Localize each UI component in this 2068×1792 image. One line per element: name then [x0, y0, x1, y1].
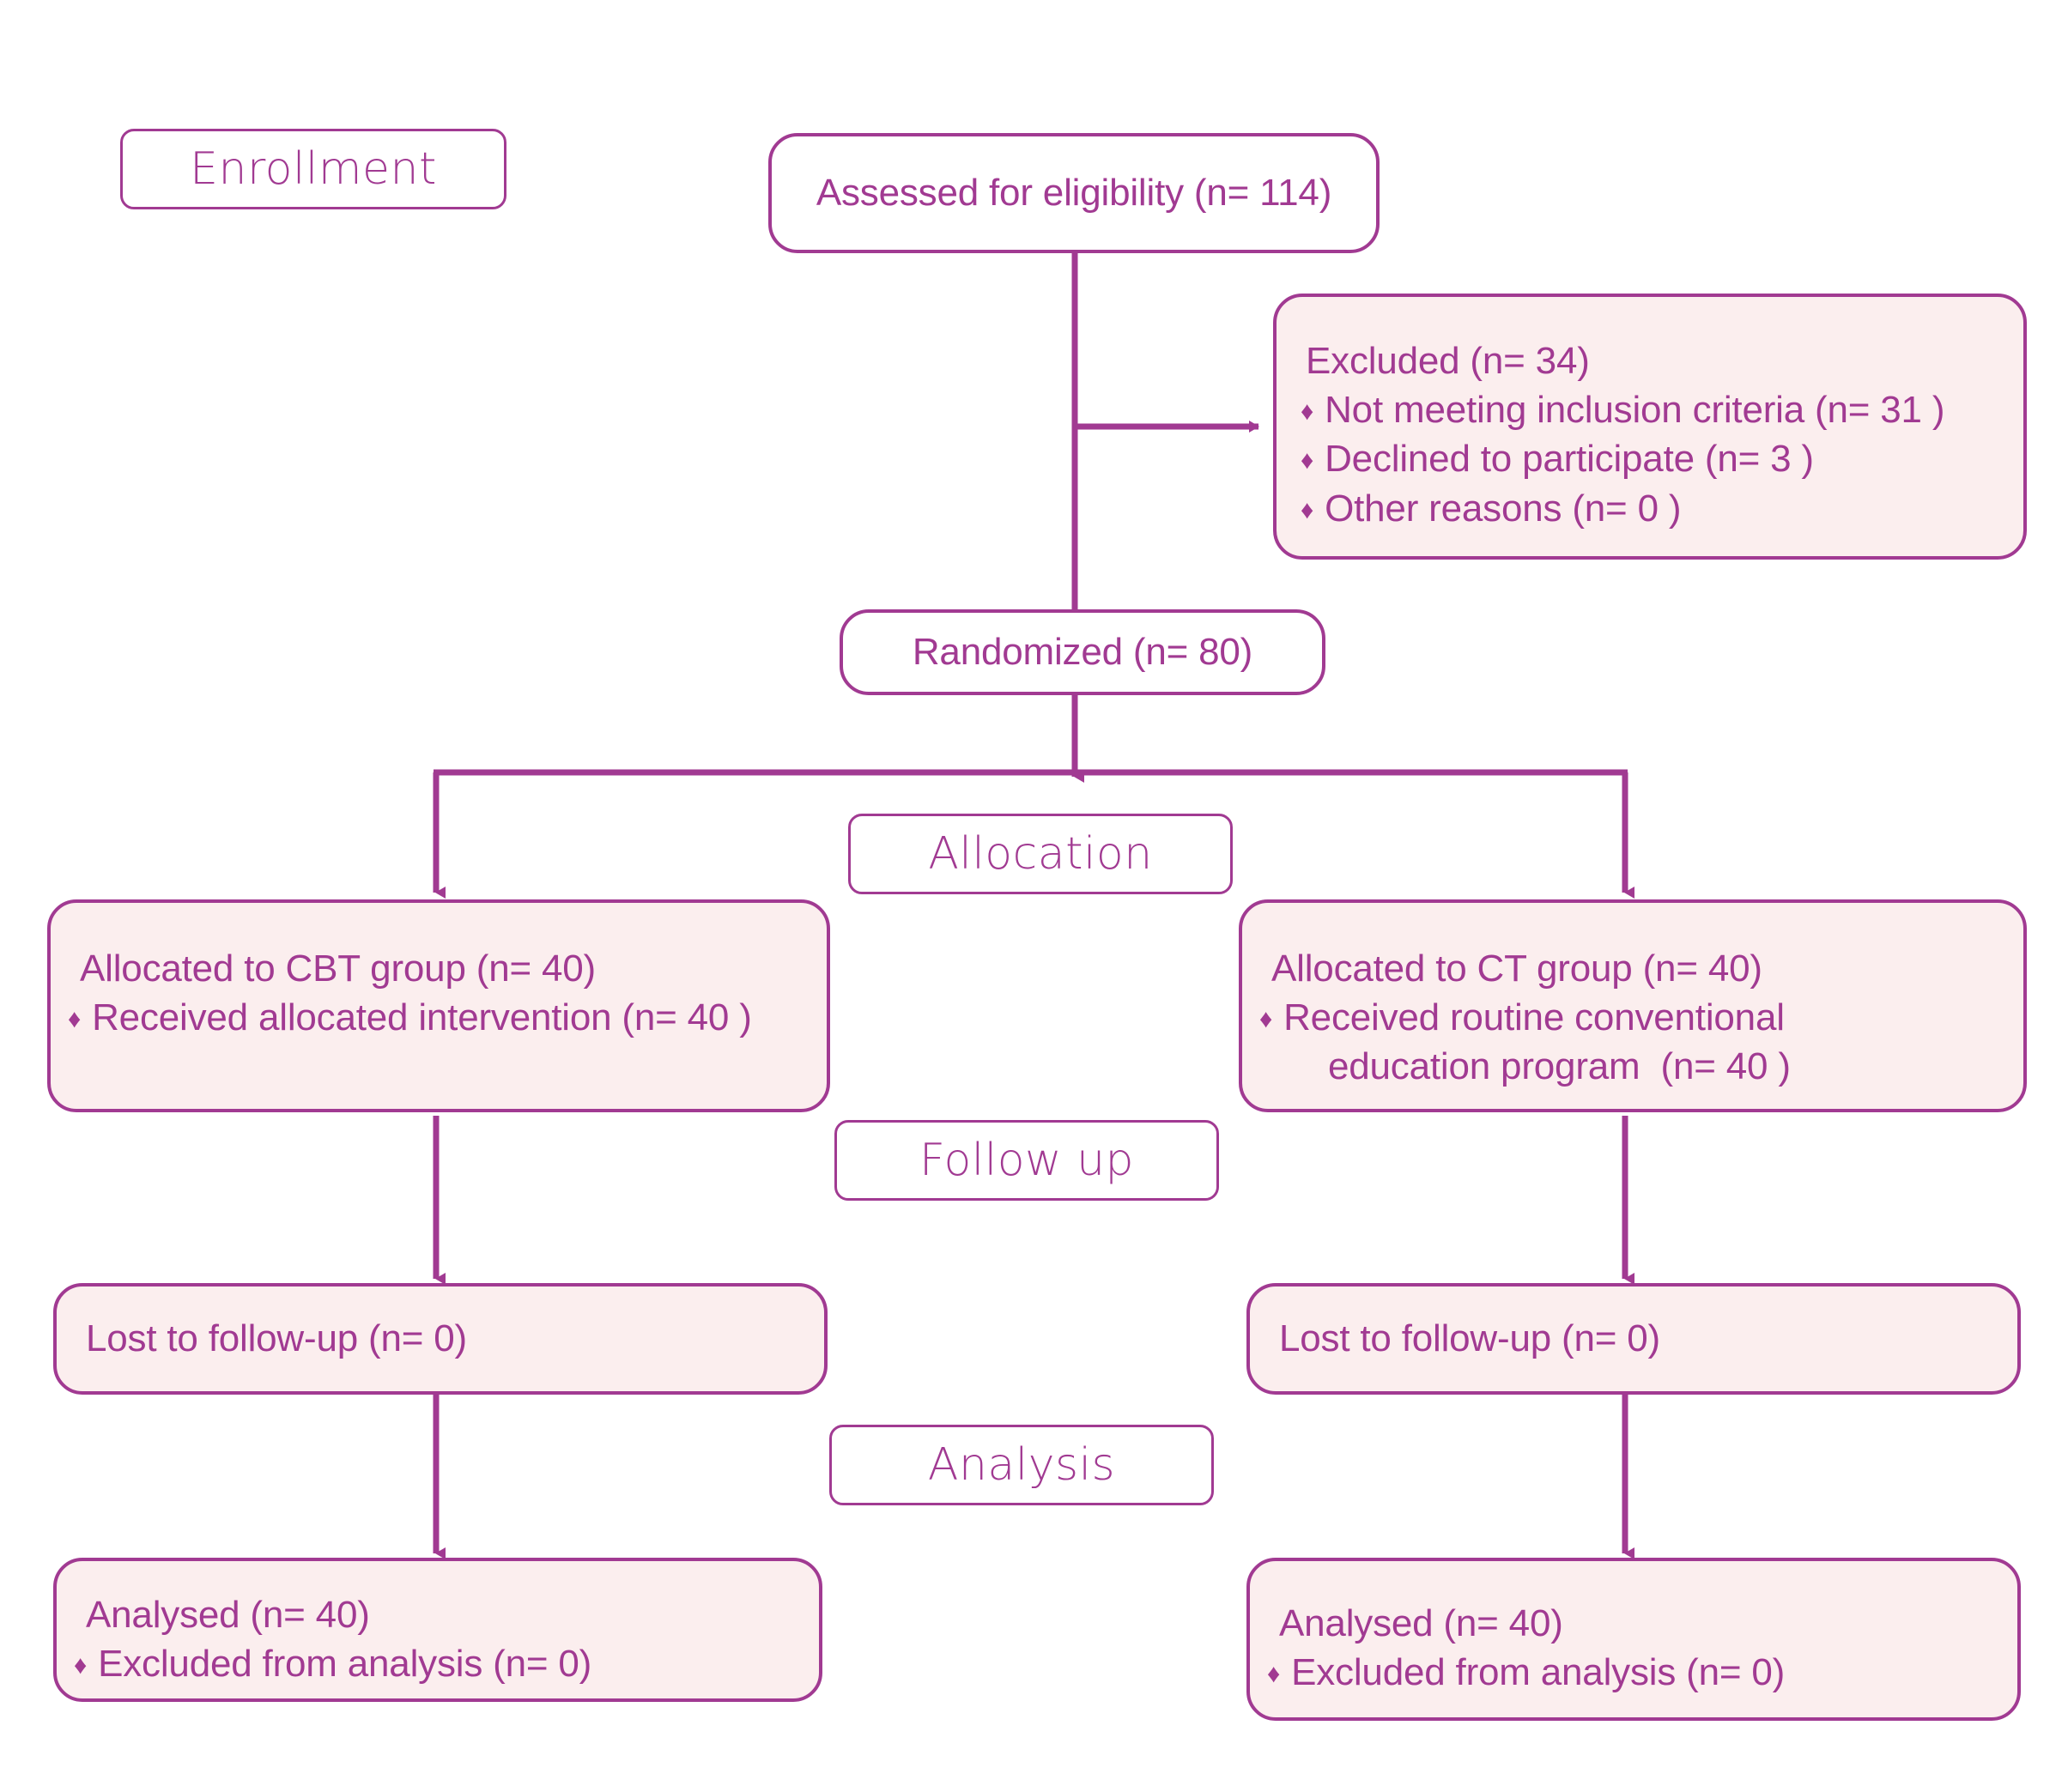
node-assessed-for-eligibility: Assessed for eligibility (n= 114): [768, 133, 1380, 253]
node-assessed-heading: Assessed for eligibility (n= 114): [816, 172, 1332, 215]
node-excluded-bullet-3: ♦ Other reasons (n= 0 ): [1277, 484, 2023, 533]
diamond-bullet-icon: ♦: [1259, 1005, 1273, 1034]
node-analysed-ct-bullet-1: ♦ Excluded from analysis (n= 0): [1250, 1648, 2017, 1697]
node-allocated-ct-bullet-1-text: Received routine conventional: [1283, 996, 1785, 1039]
diamond-bullet-icon: ♦: [1301, 397, 1314, 427]
node-lost-to-followup-cbt: Lost to follow-up (n= 0): [53, 1283, 828, 1395]
stage-label-allocation-text: Allocation: [928, 828, 1153, 880]
diamond-bullet-icon: ♦: [1301, 495, 1314, 524]
node-analysed-cbt: Analysed (n= 40) ♦ Excluded from analysi…: [53, 1558, 822, 1702]
node-allocated-cbt-heading: Allocated to CBT group (n= 40): [80, 947, 596, 990]
node-excluded-heading: Excluded (n= 34): [1306, 340, 1590, 382]
node-excluded-bullet-2-text: Declined to participate (n= 3 ): [1325, 438, 1814, 481]
node-lost-to-followup-ct-heading: Lost to follow-up (n= 0): [1279, 1317, 1660, 1360]
diamond-bullet-icon: ♦: [74, 1651, 88, 1680]
node-allocated-cbt: Allocated to CBT group (n= 40) ♦ Receive…: [47, 899, 830, 1112]
diamond-bullet-icon: ♦: [1301, 446, 1314, 475]
stage-label-enrollment: Enrollment: [120, 129, 506, 209]
node-analysed-ct-bullet-1-text: Excluded from analysis (n= 0): [1291, 1651, 1786, 1694]
node-lost-to-followup-cbt-heading: Lost to follow-up (n= 0): [86, 1317, 467, 1360]
node-allocated-ct-bullet-1-continuation: education program (n= 40 ): [1328, 1045, 1791, 1088]
node-excluded-bullet-3-text: Other reasons (n= 0 ): [1325, 487, 1682, 530]
node-analysed-cbt-bullet-1-text: Excluded from analysis (n= 0): [98, 1643, 592, 1686]
node-allocated-ct-bullet-1: ♦ Received routine conventional: [1242, 993, 2023, 1042]
node-excluded-bullet-2: ♦ Declined to participate (n= 3 ): [1277, 434, 2023, 483]
node-allocated-ct: Allocated to CT group (n= 40) ♦ Received…: [1239, 899, 2027, 1112]
node-allocated-cbt-bullet-1-text: Received allocated intervention (n= 40 ): [92, 996, 752, 1039]
node-analysed-cbt-heading: Analysed (n= 40): [86, 1594, 370, 1636]
node-lost-to-followup-ct: Lost to follow-up (n= 0): [1246, 1283, 2021, 1395]
node-allocated-ct-heading: Allocated to CT group (n= 40): [1271, 947, 1762, 990]
node-excluded: Excluded (n= 34) ♦ Not meeting inclusion…: [1273, 294, 2027, 560]
diamond-bullet-icon: ♦: [68, 1005, 82, 1034]
stage-label-analysis-text: Analysis: [927, 1439, 1116, 1491]
stage-label-enrollment-text: Enrollment: [190, 143, 437, 195]
stage-label-follow-up: Follow up: [834, 1120, 1219, 1201]
stage-label-follow-up-text: Follow up: [919, 1135, 1135, 1186]
node-analysed-cbt-bullet-1: ♦ Excluded from analysis (n= 0): [57, 1639, 819, 1688]
node-analysed-ct-heading: Analysed (n= 40): [1279, 1602, 1563, 1644]
node-excluded-bullet-1: ♦ Not meeting inclusion criteria (n= 31 …: [1277, 385, 2023, 434]
diamond-bullet-icon: ♦: [1267, 1660, 1281, 1689]
node-randomized-heading: Randomized (n= 80): [912, 631, 1253, 674]
node-allocated-cbt-bullet-1: ♦ Received allocated intervention (n= 40…: [51, 993, 827, 1042]
node-analysed-ct: Analysed (n= 40) ♦ Excluded from analysi…: [1246, 1558, 2021, 1721]
node-randomized: Randomized (n= 80): [840, 609, 1325, 695]
stage-label-allocation: Allocation: [848, 814, 1233, 894]
stage-label-analysis: Analysis: [829, 1425, 1214, 1505]
node-excluded-bullet-1-text: Not meeting inclusion criteria (n= 31 ): [1325, 389, 1945, 432]
